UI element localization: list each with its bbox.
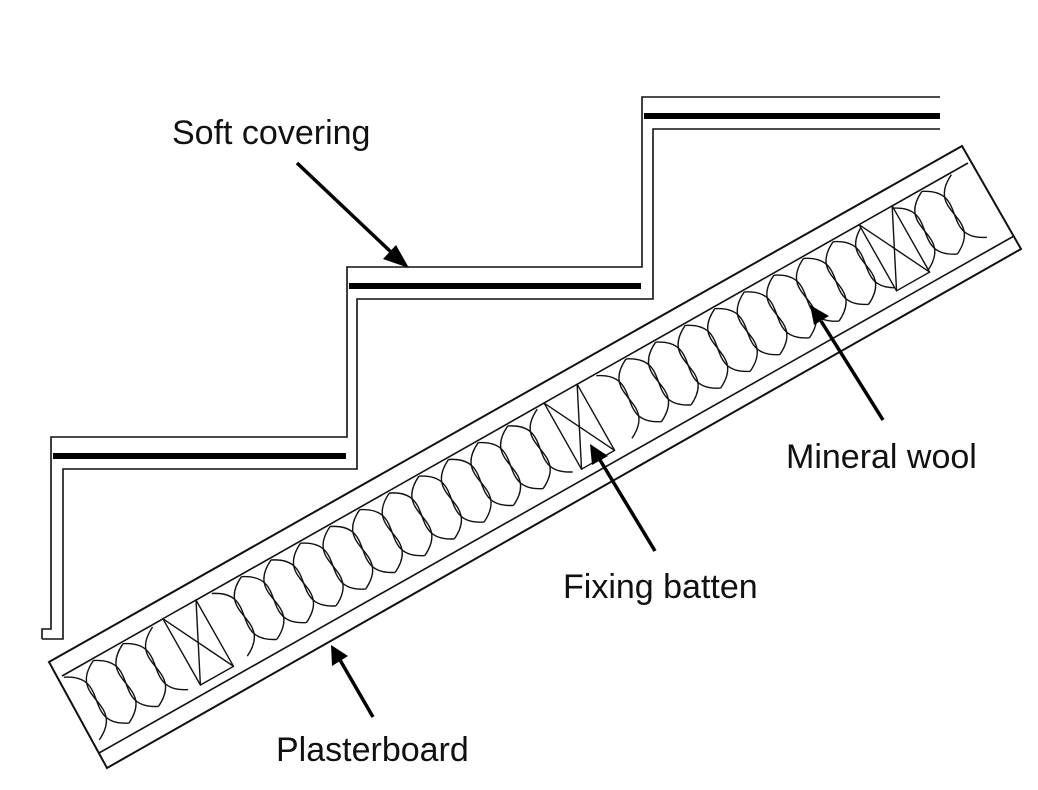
wool-loop	[145, 626, 167, 707]
wool-loop	[500, 425, 522, 506]
mineral-wool-label: Mineral wool	[786, 438, 977, 476]
wool-loop	[440, 459, 462, 540]
upper-board-line	[61, 162, 969, 677]
wool-loop	[855, 224, 877, 305]
wool-loop	[233, 576, 255, 657]
soft-covering-arrow	[295, 161, 409, 268]
soffit-band	[47, 144, 1023, 770]
wool-loop	[529, 408, 551, 489]
wool-loop	[115, 643, 137, 724]
stair-inner-line	[42, 128, 940, 640]
wool-loop	[795, 258, 817, 339]
fixing-batten	[543, 383, 616, 471]
wool-loop	[470, 442, 492, 523]
wool-loop	[411, 475, 433, 556]
fixing-batten	[161, 599, 235, 686]
wool-loop	[85, 660, 107, 741]
plasterboard-arrow	[331, 645, 375, 718]
wool-loop	[618, 358, 640, 439]
wool-loop	[943, 174, 965, 255]
wool-loop	[263, 559, 285, 640]
wool-loop	[736, 291, 758, 372]
soffit-assembly	[47, 144, 1023, 770]
wool-loop	[352, 509, 374, 590]
fixing-batten-label: Fixing batten	[563, 568, 758, 606]
plasterboard-layer	[98, 235, 1015, 754]
fixing-battens	[161, 204, 931, 686]
plasterboard-label: Plasterboard	[276, 731, 469, 769]
wool-loop	[677, 325, 699, 406]
wool-loop	[825, 241, 847, 322]
soft-covering-label: Soft covering	[172, 114, 370, 152]
wool-loop	[292, 542, 314, 623]
wool-loop	[707, 308, 729, 389]
stair-profile	[41, 96, 940, 640]
wool-loop	[766, 274, 788, 355]
wool-loop	[648, 341, 670, 422]
mineral-wool-arrow	[810, 305, 885, 421]
callouts	[295, 161, 885, 718]
fixing-batten	[858, 204, 931, 292]
fixing-batten-arrow	[590, 444, 657, 552]
wool-loop	[322, 526, 344, 607]
wool-loop	[381, 492, 403, 573]
mineral-wool-fill	[63, 174, 987, 741]
stair-outer-line	[41, 96, 940, 639]
wool-loop	[914, 191, 936, 272]
